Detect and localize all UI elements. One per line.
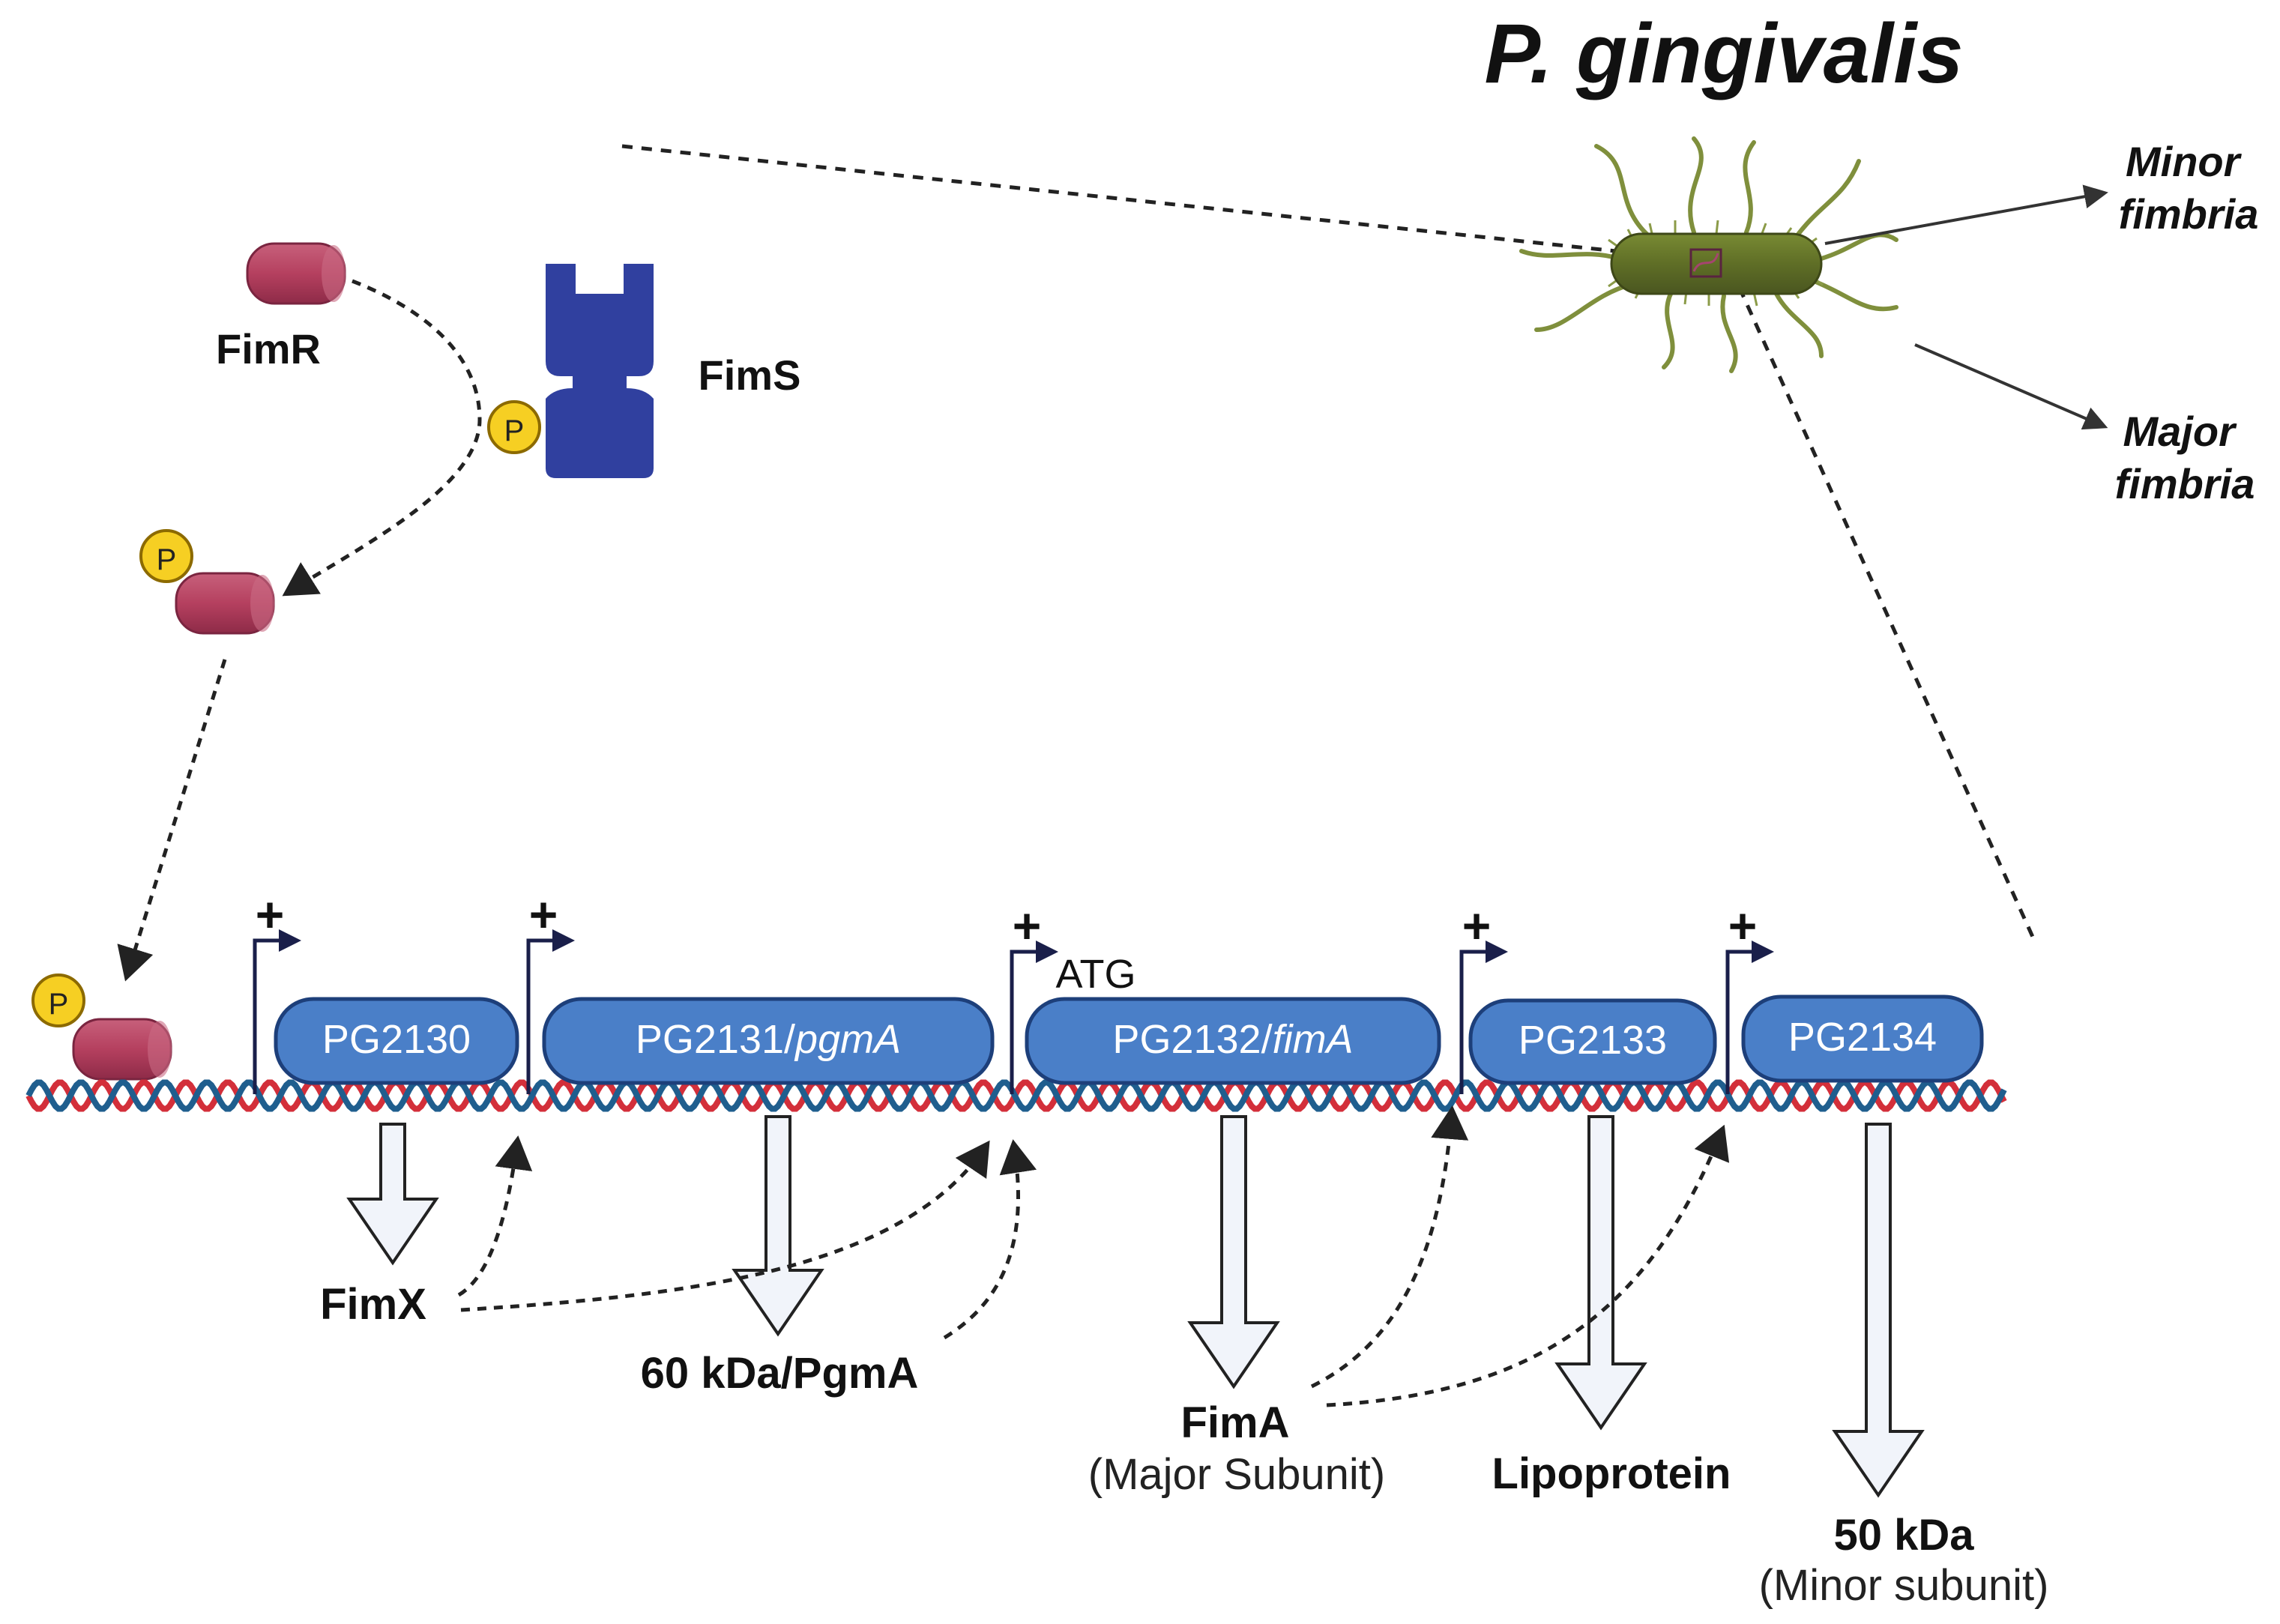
gene-pg2134: PG2134 [1741, 994, 1984, 1083]
fims-label: FimS [699, 351, 801, 399]
svg-text:PG2131/pgmA: PG2131/pgmA [636, 1017, 901, 1062]
product-fima-note: (Major Subunit) [1088, 1450, 1385, 1499]
fimx-to-pg2132-promoter-arrow [460, 1140, 990, 1312]
phosphate-icon [487, 400, 541, 454]
promoter-arrow-3 [1010, 941, 1058, 1094]
gene-pg2133: PG2133 [1468, 998, 1717, 1085]
minor-fimbria-label: Minor fimbria [2119, 138, 2259, 238]
fima-to-pg2133-promoter-arrow [1310, 1105, 1469, 1389]
expression-arrow-fima [1187, 1115, 1280, 1389]
fimr-protein-icon [246, 242, 346, 305]
zoom-line-right [1729, 268, 2035, 938]
svg-text:PG2134: PG2134 [1788, 1015, 1937, 1060]
phosphate-label-3: P [49, 988, 69, 1021]
expression-arrow-pgma [732, 1115, 824, 1337]
expression-arrow-fimx [346, 1123, 439, 1266]
fimr-label: FimR [216, 325, 321, 372]
phosphate-label-2: P [157, 543, 177, 576]
fimr-phospho-protein-icon [139, 529, 275, 635]
pgma-to-pg2132-promoter-arrow [943, 1139, 1037, 1340]
phosphate-label: P [504, 414, 525, 447]
promoter-plus-4: + [1462, 898, 1492, 953]
atg-label: ATG [1056, 952, 1136, 997]
promoter-arrow-5 [1725, 941, 1774, 1094]
svg-text:PG2132/fimA: PG2132/fimA [1112, 1017, 1353, 1062]
fimx-to-pg2131-promoter-arrow [457, 1135, 533, 1297]
product-lipoprotein-label: Lipoprotein [1492, 1449, 1731, 1498]
svg-text:PG2133: PG2133 [1519, 1018, 1667, 1063]
expression-arrow-lipoprotein [1554, 1115, 1647, 1431]
major-fimbria-arrow [1914, 343, 2108, 430]
gene-pg2130: PG2130 [274, 997, 519, 1085]
gene-pg2132-fima: PG2132/fimA [1025, 997, 1441, 1085]
product-fima-label: FimA [1181, 1398, 1290, 1447]
promoter-arrow-2 [526, 929, 575, 1094]
promoter-plus-5: + [1728, 898, 1758, 953]
promoter-plus-1: + [256, 887, 285, 942]
expression-arrow-50kda [1832, 1123, 1925, 1498]
product-pgma-label: 60 kDa/PgmA [641, 1349, 919, 1398]
promoter-plus-3: + [1013, 898, 1042, 953]
promoter-plus-2: + [529, 887, 558, 942]
promoter-group: + + + + + [253, 887, 1774, 1094]
major-fimbria-label: Major fimbria [2115, 408, 2255, 507]
fima-to-pg2134-promoter-arrow [1326, 1124, 1730, 1407]
promoter-arrow-4 [1459, 941, 1508, 1094]
zoom-line-left [621, 144, 1687, 261]
gene-pg2131-pgma: PG2131/pgmA [542, 997, 995, 1085]
binding-arrow [117, 659, 227, 982]
svg-text:PG2130: PG2130 [322, 1017, 471, 1062]
minor-fimbria-arrow [1824, 184, 2108, 245]
phosphotransfer-arrow-1 [282, 279, 482, 597]
fims-kinase-icon [546, 264, 654, 478]
product-fimx-label: FimX [320, 1280, 426, 1329]
organism-title: P. gingivalis [1484, 7, 1963, 100]
product-50kda-label: 50 kDa [1833, 1511, 1974, 1560]
bacterium-icon [1519, 136, 1899, 373]
product-50kda-note: (Minor subunit) [1759, 1561, 2049, 1610]
fimr-bound-protein-icon [31, 974, 172, 1081]
promoter-arrow-1 [253, 929, 301, 1094]
